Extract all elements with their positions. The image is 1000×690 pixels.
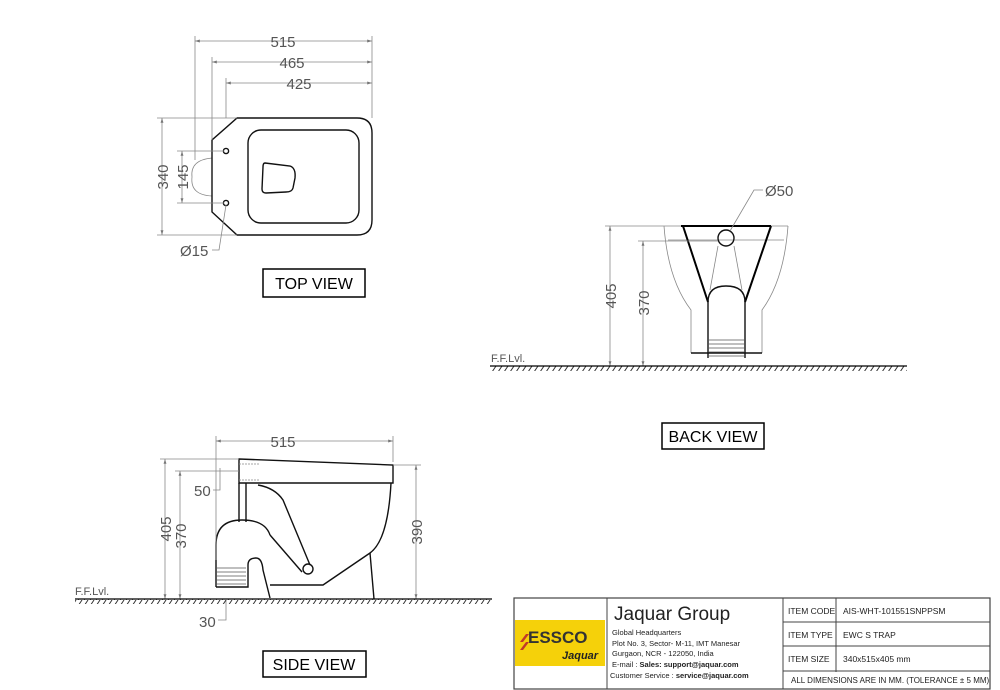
dim-50: 50 (194, 483, 211, 500)
dim-405-side: 405 (158, 516, 175, 541)
floor-label: F.F.Lvl. (491, 353, 525, 365)
item-code-label: ITEM CODE (788, 606, 836, 616)
drain (261, 162, 296, 194)
item-type-label: ITEM TYPE (788, 630, 833, 640)
seat-rim (238, 458, 394, 484)
top-outline (211, 117, 373, 236)
dim-370-side: 370 (173, 523, 190, 548)
top-view: 515 465 425 340 145 Ø15 TOP VIEW (155, 34, 373, 298)
dim-370: 370 (636, 290, 653, 315)
dim-inlet-dia: Ø50 (765, 183, 793, 200)
item-size-value: 340x515x405 mm (843, 654, 911, 664)
dimensions-note: ALL DIMENSIONS ARE IN MM. (TOLERANCE ± 5… (791, 676, 990, 685)
service-label: Customer Service : (610, 671, 676, 680)
svg-text:Customer Service : service@jaq: Customer Service : service@jaquar.com (610, 671, 749, 680)
top-view-label: TOP VIEW (275, 276, 354, 293)
floor-label-side: F.F.Lvl. (75, 586, 109, 598)
dim-hole-dia: Ø15 (180, 243, 208, 260)
address-line: Plot No. 3, Sector- M-11, IMT Manesar (612, 639, 741, 648)
item-code-value: AIS-WHT-101551SNPPSM (843, 606, 946, 616)
item-size-label: ITEM SIZE (788, 654, 830, 664)
dim-465: 465 (279, 55, 304, 72)
inlet-circle (717, 229, 735, 247)
dim-145: 145 (175, 164, 192, 189)
email-label: E-mail : (612, 660, 640, 669)
side-view-label: SIDE VIEW (273, 657, 357, 674)
dim-425: 425 (286, 76, 311, 93)
title-block: ESSCO Jaquar Jaquar Group Global Headqua… (513, 597, 991, 690)
fixing-hole (222, 199, 230, 207)
dim-515-side: 515 (270, 434, 295, 451)
dim-405: 405 (603, 283, 620, 308)
logo-sub: Jaquar (562, 650, 599, 662)
dim-515: 515 (270, 34, 295, 51)
dim-30: 30 (199, 614, 216, 631)
email-value[interactable]: Sales: support@jaquar.com (640, 660, 739, 669)
svg-text:E-mail : Sales: support@jaquar: E-mail : Sales: support@jaquar.com (612, 660, 739, 669)
item-type-value: EWC S TRAP (843, 630, 896, 640)
dim-390: 390 (409, 519, 426, 544)
side-view: 515 405 370 390 50 30 F.F.Lvl. SIDE VIEW (75, 434, 492, 678)
service-value[interactable]: service@jaquar.com (676, 671, 749, 680)
address-line: Gurgaon, NCR - 122050, India (612, 649, 715, 658)
logo (515, 620, 605, 666)
back-view-label: BACK VIEW (669, 429, 759, 446)
bowl-rim (247, 129, 360, 224)
dim-340: 340 (155, 164, 172, 189)
logo-brand: ESSCO (528, 628, 588, 647)
company-name: Jaquar Group (614, 604, 730, 625)
fixing-hole (222, 147, 230, 155)
back-view: 405 370 Ø50 F.F.Lvl. BACK VIEW (490, 183, 907, 450)
address-line: Global Headquarters (612, 628, 681, 637)
